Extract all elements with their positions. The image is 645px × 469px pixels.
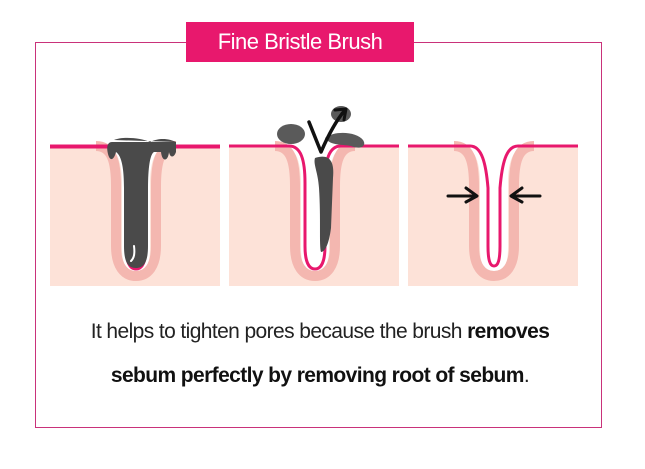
panel-pore-tightened [408,128,578,286]
caption-line-2: sebum perfectly by removing root of sebu… [40,364,600,388]
caption-bold-text: removes [467,320,550,343]
caption-period: . [523,364,530,387]
clogged-pore-icon [50,137,220,286]
caption-text: It helps to tighten pores because the br… [90,320,468,343]
section-title: Fine Bristle Brush [186,22,414,62]
tightened-pore-icon [408,141,578,286]
sebum-removal-icon [229,106,399,286]
caption-line-1: It helps to tighten pores because the br… [40,320,600,344]
caption-bold-text-2: sebum perfectly by removing root of sebu… [110,364,525,387]
panel-pore-clogged [50,128,220,286]
panel-sebum-removal [229,106,399,286]
